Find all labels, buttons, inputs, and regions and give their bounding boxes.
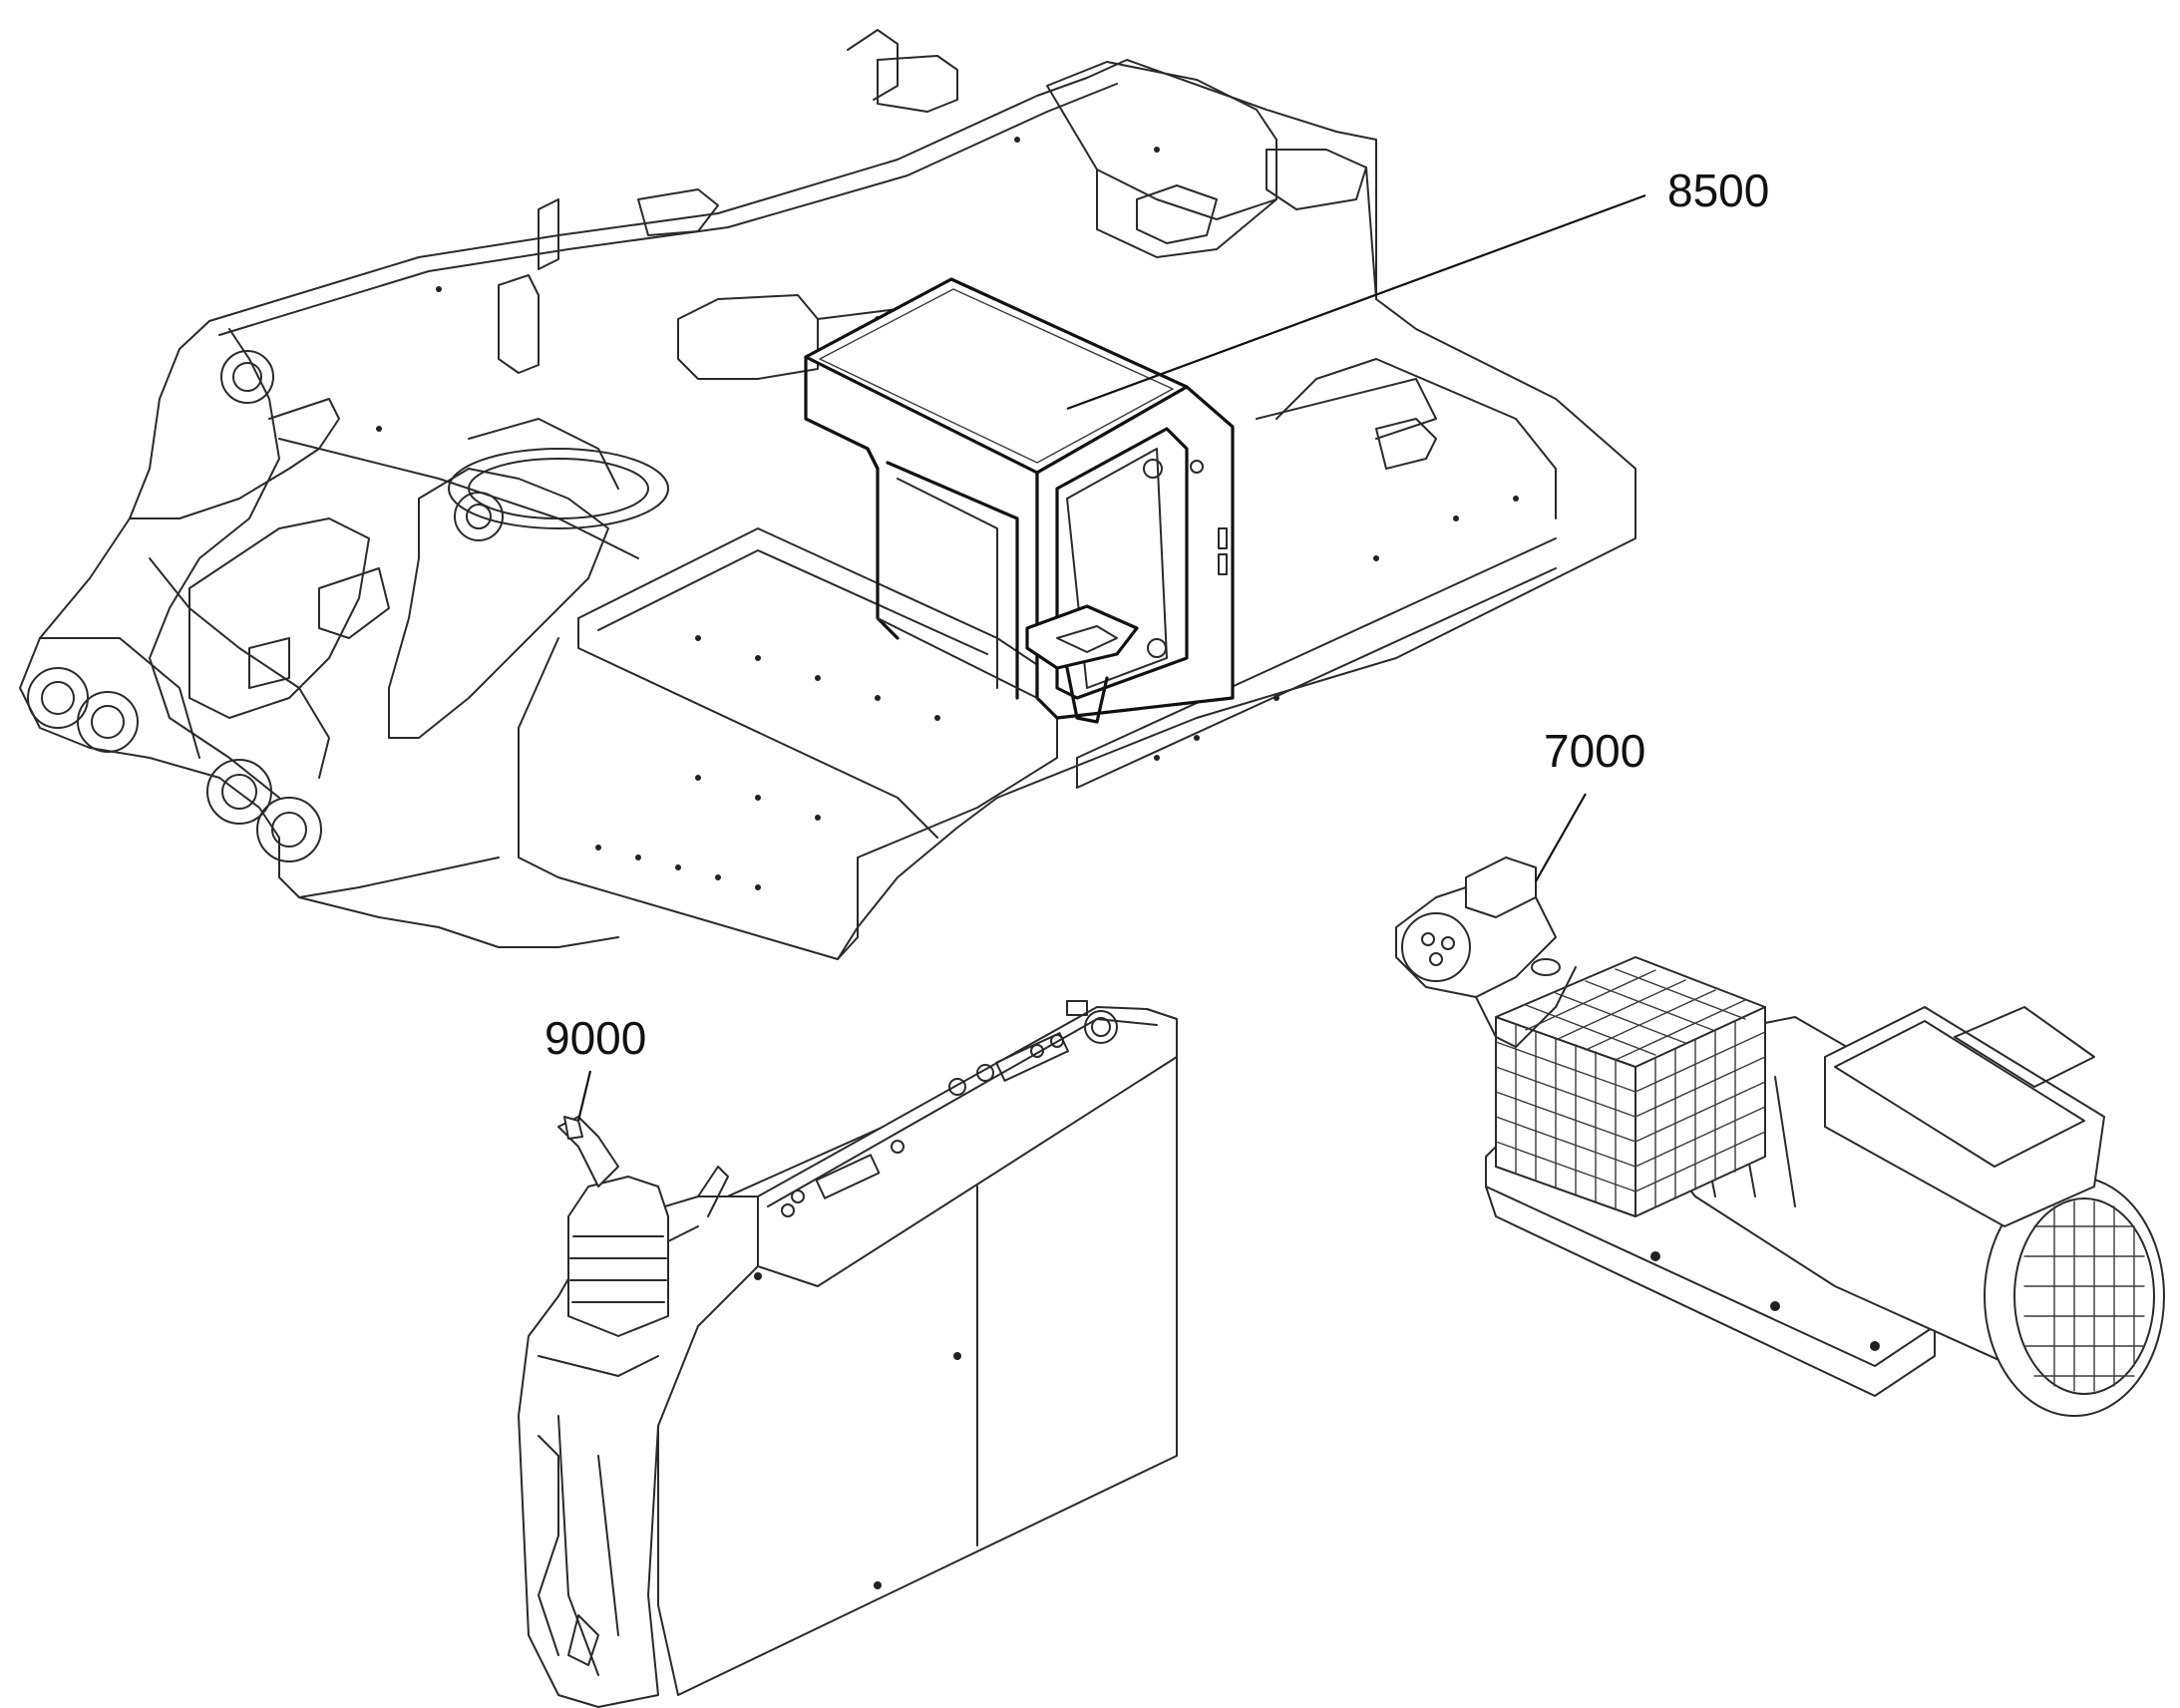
leader-7000 bbox=[1535, 793, 1587, 882]
leader-9000 bbox=[576, 1070, 592, 1122]
cabinet-box-icon bbox=[804, 277, 1235, 724]
callout-8500-label: 8500 bbox=[1667, 165, 1770, 216]
callout-7000-label: 7000 bbox=[1544, 725, 1646, 777]
motor-pump-unit-icon bbox=[1395, 856, 2165, 1417]
control-console-joystick-icon bbox=[518, 1000, 1178, 1708]
machine-frame-icon bbox=[19, 29, 1636, 960]
leader-8500 bbox=[1066, 193, 1646, 411]
callout-9000-label: 9000 bbox=[545, 1012, 647, 1064]
